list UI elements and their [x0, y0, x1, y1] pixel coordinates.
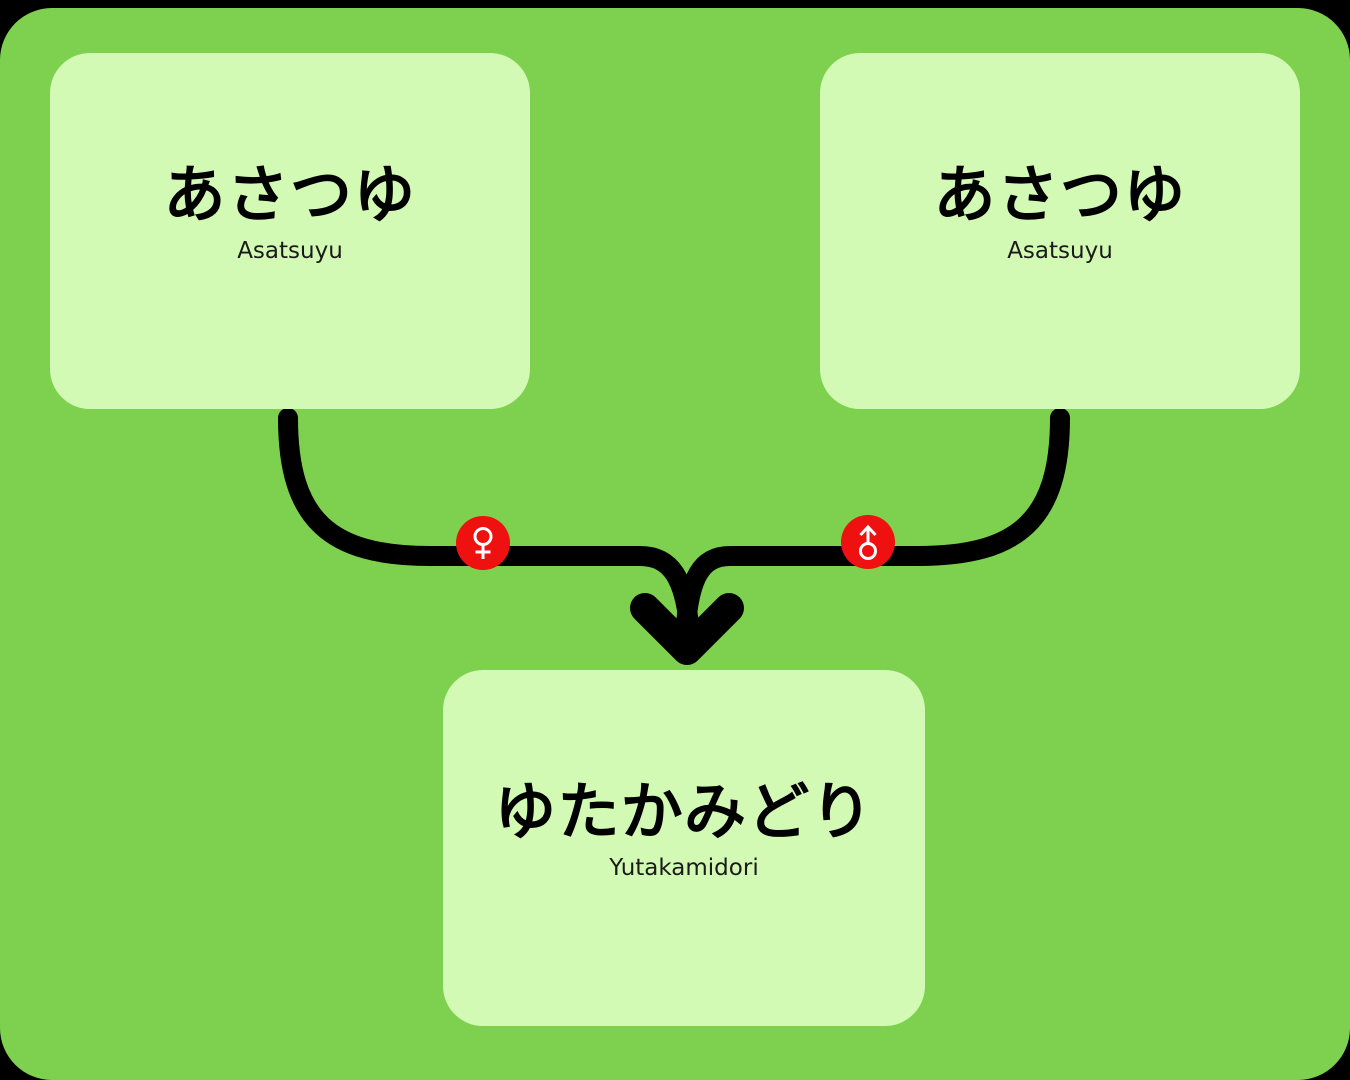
node-name-ja: ゆたかみどり [494, 775, 874, 849]
male-symbol-icon [859, 524, 877, 560]
node-name-romaji: Asatsuyu [237, 237, 343, 264]
node-name-ja: あさつゆ [933, 158, 1187, 232]
female-symbol-badge[interactable] [456, 516, 510, 570]
node-card-parent-2-content: あさつゆ Asatsuyu [934, 162, 1187, 263]
node-card-parent-1-content: あさつゆ Asatsuyu [164, 162, 417, 263]
node-name-romaji: Yutakamidori [609, 854, 759, 881]
node-card-parent-2[interactable]: あさつゆ Asatsuyu [820, 53, 1300, 409]
node-card-child[interactable]: ゆたかみどり Yutakamidori [443, 670, 925, 1026]
node-name-ja: あさつゆ [163, 158, 417, 232]
node-card-child-content: ゆたかみどり Yutakamidori [494, 779, 873, 880]
male-symbol-badge[interactable] [841, 515, 895, 569]
node-name-romaji: Asatsuyu [1007, 237, 1113, 264]
node-card-parent-1[interactable]: あさつゆ Asatsuyu [50, 53, 530, 409]
female-symbol-icon [473, 527, 493, 559]
